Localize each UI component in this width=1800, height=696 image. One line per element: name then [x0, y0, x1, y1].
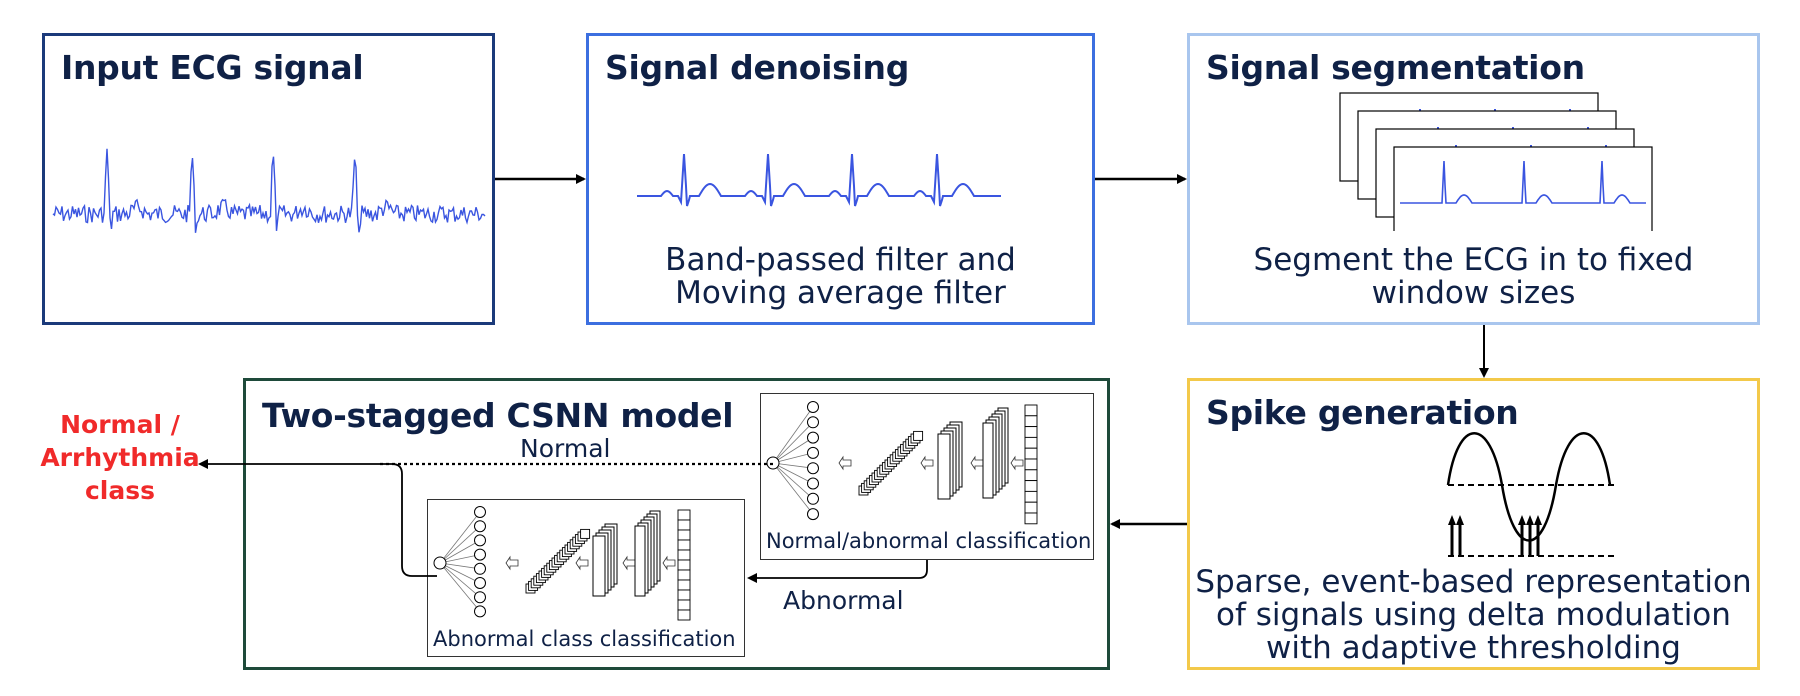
segmentation-caption-line-2: window sizes — [1371, 275, 1576, 311]
spike-caption-line-3: with adaptive thresholding — [1266, 630, 1681, 666]
denoising-panel: Signal denoising Band-passed filter and … — [586, 33, 1095, 325]
segmented-windows — [1339, 92, 1653, 231]
stage2-network — [433, 506, 691, 621]
clean-ecg-signal — [637, 153, 1001, 207]
output-line-1: Normal / — [60, 410, 180, 439]
spike-caption-line-1: Sparse, event-based representation — [1195, 564, 1752, 600]
segmentation-title: Signal segmentation — [1206, 48, 1585, 87]
stage2-network-box: Abnormal class classification — [427, 499, 745, 657]
denoising-caption: Band-passed filter and Moving average fi… — [589, 244, 1092, 310]
denoising-caption-line-1: Band-passed filter and — [665, 242, 1016, 278]
abnormal-path — [747, 560, 928, 583]
segmentation-caption: Segment the ECG in to fixed window sizes — [1190, 244, 1757, 310]
delta-modulation-illustration — [1446, 432, 1615, 557]
stage1-network — [766, 401, 1038, 525]
csnn-title: Two-stagged CSNN model — [262, 396, 734, 435]
spike-generation-panel: Spike generation Sparse, event-based rep… — [1187, 378, 1760, 670]
stage2-label: Abnormal class classification — [433, 627, 736, 651]
spike-caption-line-2: of signals using delta modulation — [1216, 597, 1731, 633]
stage1-label: Normal/abnormal classification — [766, 529, 1092, 553]
abnormal-path-label: Abnormal — [783, 586, 904, 615]
stage1-network-box: Normal/abnormal classification — [760, 393, 1094, 560]
spike-generation-title: Spike generation — [1206, 393, 1519, 432]
denoising-title: Signal denoising — [605, 48, 910, 87]
denoising-caption-line-2: Moving average filter — [675, 275, 1006, 311]
input-ecg-panel: Input ECG signal — [42, 33, 495, 325]
input-ecg-title: Input ECG signal — [61, 48, 364, 87]
output-line-2: Arrhythmia — [40, 443, 200, 472]
normal-path-label: Normal — [520, 434, 611, 463]
output-line-3: class — [84, 476, 156, 505]
segmentation-panel: Signal segmentation Segment the ECG in t… — [1187, 33, 1760, 325]
noisy-ecg-signal — [52, 148, 486, 233]
spike-caption: Sparse, event-based representation of si… — [1190, 566, 1757, 665]
spike-train — [1448, 515, 1542, 556]
output-class-label: Normal / Arrhythmia class — [30, 408, 210, 507]
stage2-return-path — [380, 463, 437, 577]
segmentation-caption-line-1: Segment the ECG in to fixed — [1253, 242, 1694, 278]
